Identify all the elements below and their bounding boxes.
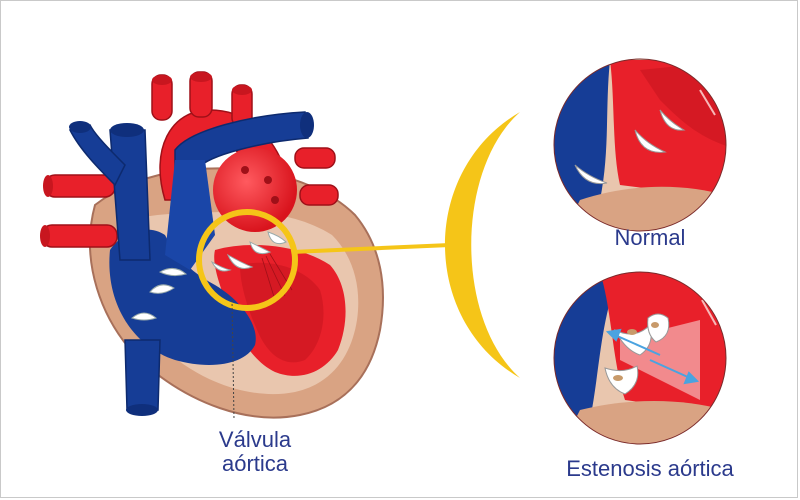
aortic-leaflet-3 [267, 231, 287, 245]
inferior-vena-cava-cap [126, 404, 158, 416]
brachiocephalic-cap [69, 121, 91, 133]
valve-highlight-circle [196, 209, 298, 311]
zoom-bracket [445, 112, 520, 378]
pulmonary-vein-3 [294, 147, 336, 169]
right-ventricle [109, 229, 256, 365]
pulmonary-vein-cap-1 [43, 175, 53, 197]
pulmonary-artery-cap [300, 112, 314, 138]
tricuspid-leaflet-2 [149, 284, 175, 294]
atrium-opening-3 [271, 196, 279, 204]
atrium-opening-1 [241, 166, 249, 174]
pulmonary-vein-2 [41, 224, 118, 248]
vena-cava-cap [110, 123, 144, 137]
zoom-connector-line [291, 243, 451, 254]
aortic-leaflet-1 [226, 253, 254, 269]
normal-label: Normal [614, 225, 686, 250]
stenosis-valve-zoom [553, 271, 727, 445]
aortic-leaflet-4 [210, 260, 232, 272]
aorta-branch-cap-3 [232, 85, 252, 95]
aortic-leaflet-2 [249, 241, 272, 255]
atrium-opening-2 [264, 176, 272, 184]
left-ventricle-shade [240, 262, 324, 363]
tricuspid-leaflet-3 [158, 268, 188, 277]
aorta-branch-cap-2 [190, 72, 212, 82]
heart [40, 71, 384, 419]
tricuspid-leaflet-1 [130, 312, 158, 321]
pulmonary-vein-1 [44, 174, 116, 198]
stenosis-label: Estenosis aórtica [566, 456, 734, 481]
aortic-valve-label-line1: Válvula [218, 427, 292, 452]
inferior-vena-cava [124, 339, 161, 411]
valve-pointer-line [231, 299, 235, 421]
pulmonary-vein-4 [299, 184, 339, 206]
normal-valve-zoom [553, 58, 727, 232]
aorta-branch-cap-1 [152, 75, 172, 85]
brachiocephalic-vein [68, 124, 126, 187]
aortic-valve-label: Válvula aórtica [205, 428, 305, 476]
aortic-valve-label-line2: aórtica [221, 451, 289, 476]
pulmonary-vein-cap-2 [40, 225, 50, 247]
